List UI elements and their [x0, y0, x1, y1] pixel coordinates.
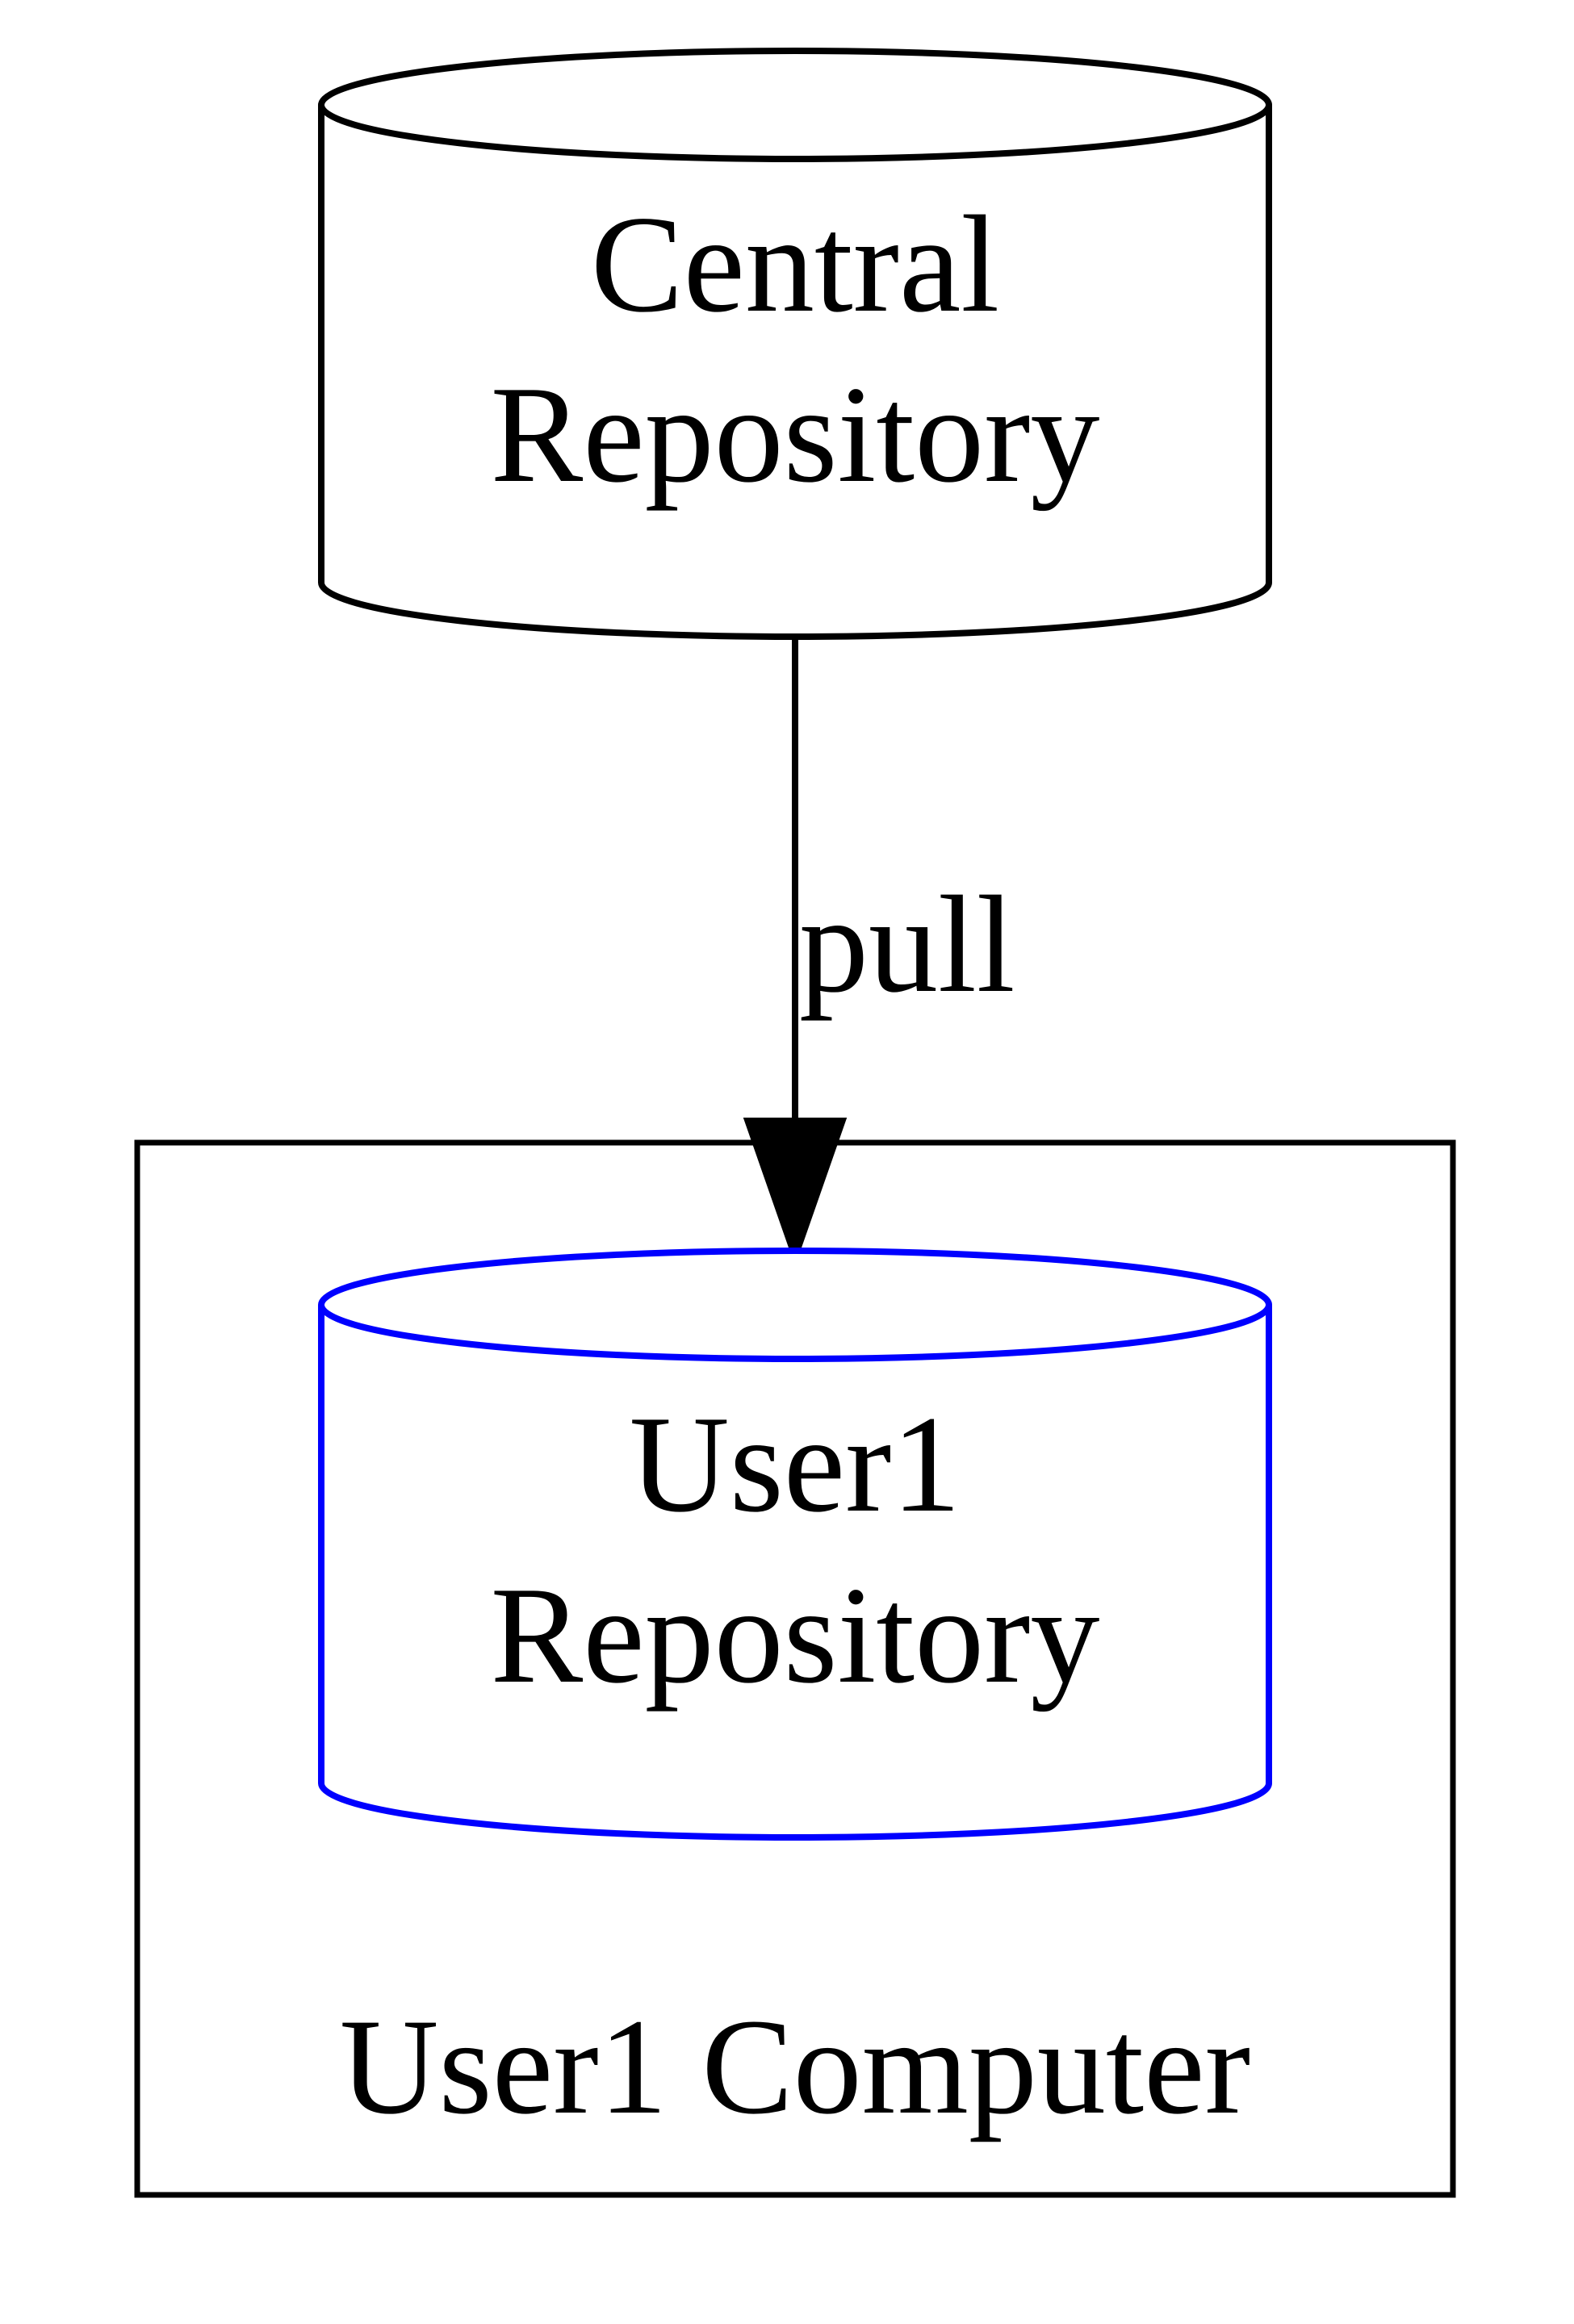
central-repository-label-line1: Central: [591, 188, 999, 341]
cluster-user1-computer: User1 Computer: [134, 1139, 1456, 2198]
node-central-repository: Central Repository: [318, 48, 1272, 640]
cluster-user1-computer-label: User1 Computer: [340, 1991, 1250, 2142]
edge-pull-label: pull: [799, 868, 1015, 1022]
central-repository-cylinder-body: [318, 105, 1272, 640]
central-repository-label-line2: Repository: [491, 358, 1100, 512]
central-repository-cylinder-top: [318, 48, 1272, 162]
user1-repository-label-line1: User1: [630, 1388, 961, 1541]
user1-repository-cylinder-top: [318, 1248, 1272, 1362]
user1-repository-label-line2: Repository: [491, 1559, 1100, 1712]
edge-pull-arrowhead: [743, 1118, 848, 1267]
node-user1-repository: User1 Repository: [318, 1248, 1272, 1841]
edge-pull: pull: [743, 637, 1015, 1267]
user1-repository-cylinder-body: [318, 1305, 1272, 1841]
